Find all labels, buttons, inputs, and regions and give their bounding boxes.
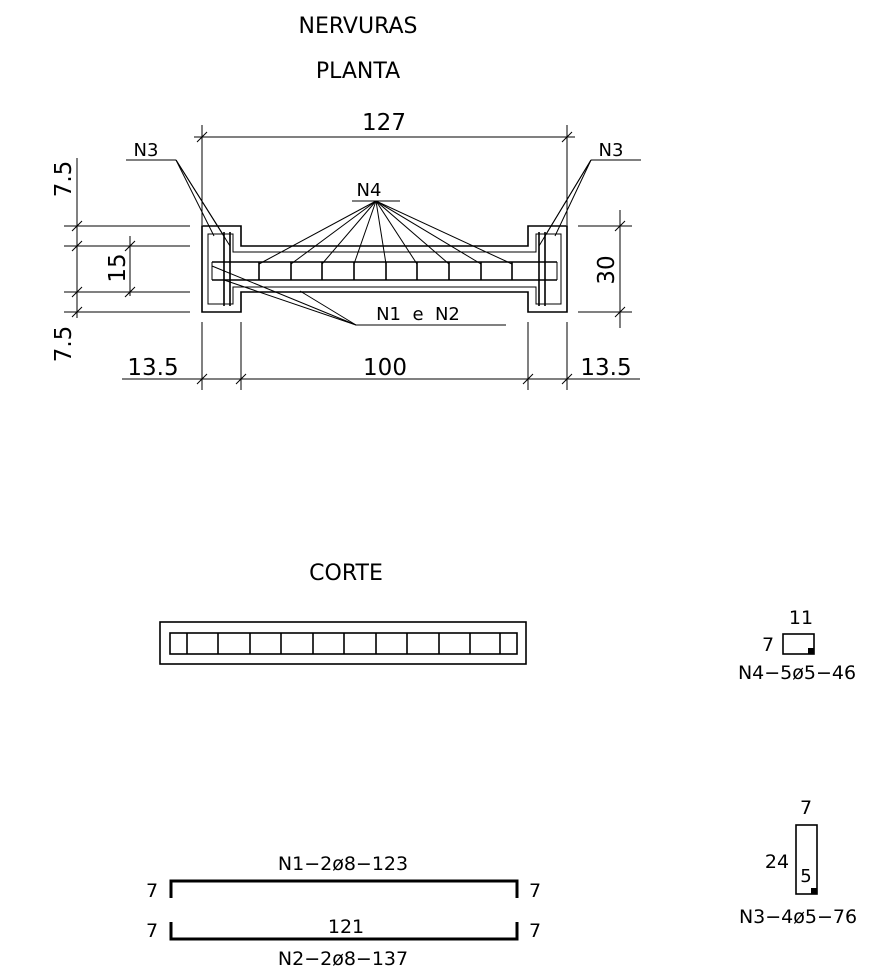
leader-n3-right: N3 [538,140,641,247]
n2-hook-right: 7 [529,920,541,942]
bar-n2-detail: 121 7 7 N2−2ø8−137 [146,916,541,970]
n3-width: 7 [800,797,812,819]
n3-inner: 5 [800,866,811,887]
dim-100: 100 [363,355,407,381]
n3-height: 24 [765,851,789,873]
dim-127: 127 [362,110,406,136]
label-n4: N4 [357,180,382,201]
n4-spec: N4−5ø5−46 [738,662,856,684]
rib-plan-outline [201,225,568,313]
n1-spec: N1−2ø8−123 [278,853,408,875]
n4-width: 11 [789,607,813,629]
n1-hook-right: 7 [529,880,541,902]
dim-left-7-5-bottom: 7.5 [51,326,77,363]
dim-left-15: 15 [105,253,131,282]
title-corte: CORTE [309,561,383,586]
label-n3-right: N3 [599,140,624,161]
dimension-right: 30 [578,210,632,328]
n3-spec: N3−4ø5−76 [739,906,857,928]
dimension-left: 7.5 15 7.5 [51,158,190,362]
dim-13-5-left: 13.5 [127,355,178,381]
bar-n1-detail: N1−2ø8−123 7 7 [146,853,541,902]
label-n1-e-n2: N1 e N2 [376,304,460,325]
dimension-bottom: 13.5 100 13.5 [122,322,640,390]
leader-n4: N4 [258,180,513,265]
n1-hook-left: 7 [146,880,158,902]
bar-n4-detail: 11 7 N4−5ø5−46 [738,607,856,684]
dim-13-5-right: 13.5 [580,355,631,381]
n2-length: 121 [328,916,364,938]
title-planta: PLANTA [316,59,400,84]
dimension-top: 127 [194,110,575,225]
dim-30: 30 [594,255,620,284]
leader-n1-n2: N1 e N2 [211,265,506,326]
dim-left-7-5-top: 7.5 [51,161,77,198]
section-corte [159,621,527,665]
n2-spec: N2−2ø8−137 [278,948,408,970]
n4-height: 7 [762,634,774,656]
n2-hook-left: 7 [146,920,158,942]
leader-n3-left: N3 [126,140,231,247]
title-nervuras: NERVURAS [298,14,417,39]
label-n3-left: N3 [134,140,159,161]
bar-n3-detail: 7 24 5 N3−4ø5−76 [739,797,857,928]
